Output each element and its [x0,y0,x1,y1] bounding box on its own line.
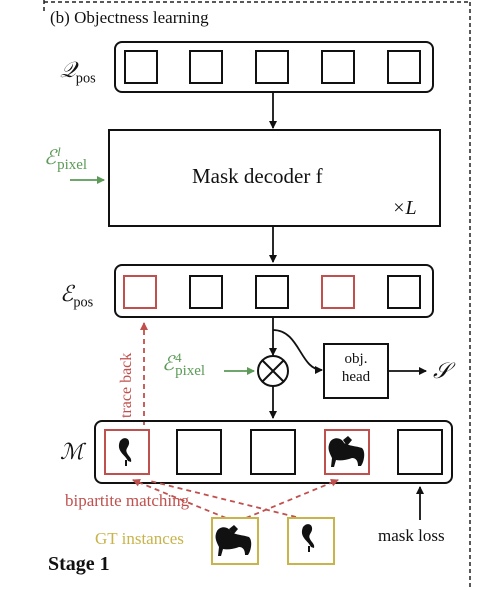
match-line-horse-to-mask1 [132,478,227,519]
mask-3 [250,429,296,475]
match-line-horse-to-mask4 [245,478,339,519]
q-pos-container [114,41,434,93]
arrow-epos-to-objhead [272,329,323,374]
mask-container [94,420,453,484]
horse-silhouette-mask [328,436,365,467]
rider-silhouette-gt [301,524,315,552]
m-symbol-label: ℳ [60,439,84,464]
panel-title: (b) Objectness learning [50,8,209,27]
e-pos-embed-4-matched [321,275,355,309]
q-pos-label: 𝒬pos [60,57,96,87]
stage-label: Stage 1 [48,553,110,575]
repeat-label: ×L [392,197,417,219]
trace-back-label: trace back [118,352,135,418]
e-pos-embed-1-matched [123,275,157,309]
s-symbol-label: 𝒮 [433,358,451,383]
q-pos-query-4 [321,50,355,84]
gt-instances-label: GT instances [95,529,184,548]
q-pos-query-5 [387,50,421,84]
q-pos-query-3 [255,50,289,84]
match-line-rider-to-mask1 [149,480,297,518]
e-pos-label: ℰpos [60,281,94,311]
e-pos-embed-5 [387,275,421,309]
e-pos-embed-2 [189,275,223,309]
mask-decoder-box [108,129,441,227]
bipartite-matching-label: bipartite matching [65,491,190,510]
rider-silhouette-mask [118,438,132,466]
q-pos-query-1 [124,50,158,84]
mask-1-matched [104,429,150,475]
obj-head-label: obj.head [341,351,371,385]
mask-loss-label: mask loss [378,526,445,545]
q-pos-query-2 [189,50,223,84]
mask-5 [397,429,443,475]
e-pos-container [114,264,434,318]
mask-2 [176,429,222,475]
e-pos-embed-3 [255,275,289,309]
horse-silhouette-gt [215,525,252,556]
mask-decoder-label: Mask decoder f [192,164,323,188]
